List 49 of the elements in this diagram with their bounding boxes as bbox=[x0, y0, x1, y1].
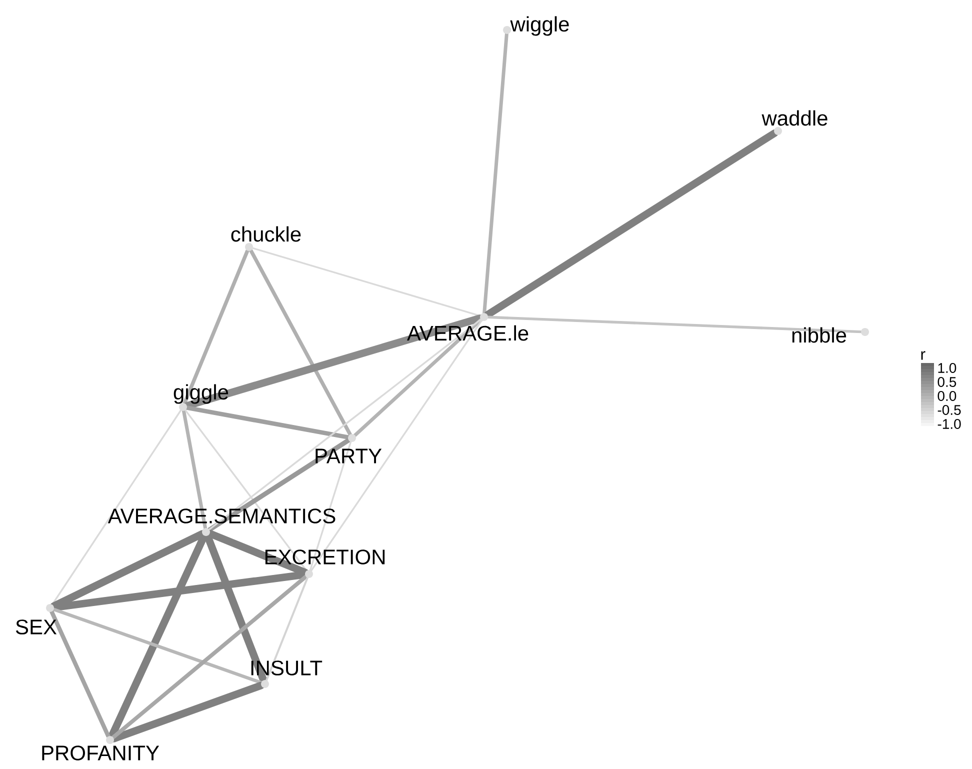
connector-line bbox=[252, 247, 481, 317]
node-label: AVERAGE.le bbox=[406, 325, 528, 341]
connector-line bbox=[182, 409, 207, 530]
network-node: INSULT bbox=[251, 660, 322, 688]
network-node: PROFANITY bbox=[42, 736, 160, 760]
network-node: chuckle bbox=[231, 226, 301, 251]
tick-label: 0.0 bbox=[938, 391, 956, 401]
connector-line bbox=[309, 441, 352, 571]
connector-line bbox=[207, 438, 351, 532]
node-label: giggle bbox=[174, 384, 228, 404]
node-label: chuckle bbox=[231, 226, 301, 242]
network-node: SEX bbox=[16, 604, 57, 634]
connector-line bbox=[52, 608, 263, 684]
connector-line bbox=[182, 249, 250, 405]
connector-line bbox=[184, 406, 350, 440]
connector-line bbox=[486, 316, 862, 334]
network-node: wiggle bbox=[503, 16, 569, 36]
node-label: EXCRETION bbox=[265, 550, 385, 564]
node-label: INSULT bbox=[251, 660, 322, 676]
node-label: waddle bbox=[762, 110, 828, 126]
network-node: giggle bbox=[174, 384, 228, 411]
connector-line bbox=[310, 320, 482, 572]
connector-line bbox=[110, 682, 265, 742]
node-label: PROFANITY bbox=[42, 746, 160, 760]
connector-line bbox=[353, 318, 483, 437]
connector-line bbox=[50, 610, 110, 738]
network-node: waddle bbox=[762, 110, 828, 135]
legend-title: r bbox=[921, 351, 926, 360]
tick-label: 0.5 bbox=[938, 377, 956, 387]
node-label: AVERAGE.SEMANTICS bbox=[108, 508, 336, 524]
network-node: nibble bbox=[792, 327, 869, 343]
node-label: SEX bbox=[16, 620, 57, 634]
connector-line bbox=[183, 314, 484, 410]
tick-label: 1.0 bbox=[938, 363, 956, 373]
connector-line bbox=[482, 32, 508, 315]
network-node: AVERAGE.SEMANTICS bbox=[108, 508, 336, 536]
connector-line bbox=[111, 574, 308, 740]
network-node: PARTY bbox=[316, 434, 382, 464]
connector-line bbox=[266, 576, 308, 682]
tick-label: -0.5 bbox=[938, 405, 961, 415]
node-label: nibble bbox=[792, 327, 846, 343]
connector-line bbox=[208, 318, 482, 530]
connector-line bbox=[484, 130, 778, 318]
network-node: EXCRETION bbox=[265, 550, 385, 578]
connector-line bbox=[249, 248, 352, 436]
network-node: AVERAGE.le bbox=[406, 313, 528, 341]
tick-label: -1.0 bbox=[938, 419, 961, 429]
connector-line bbox=[184, 410, 308, 572]
node-label: PARTY bbox=[316, 448, 382, 464]
